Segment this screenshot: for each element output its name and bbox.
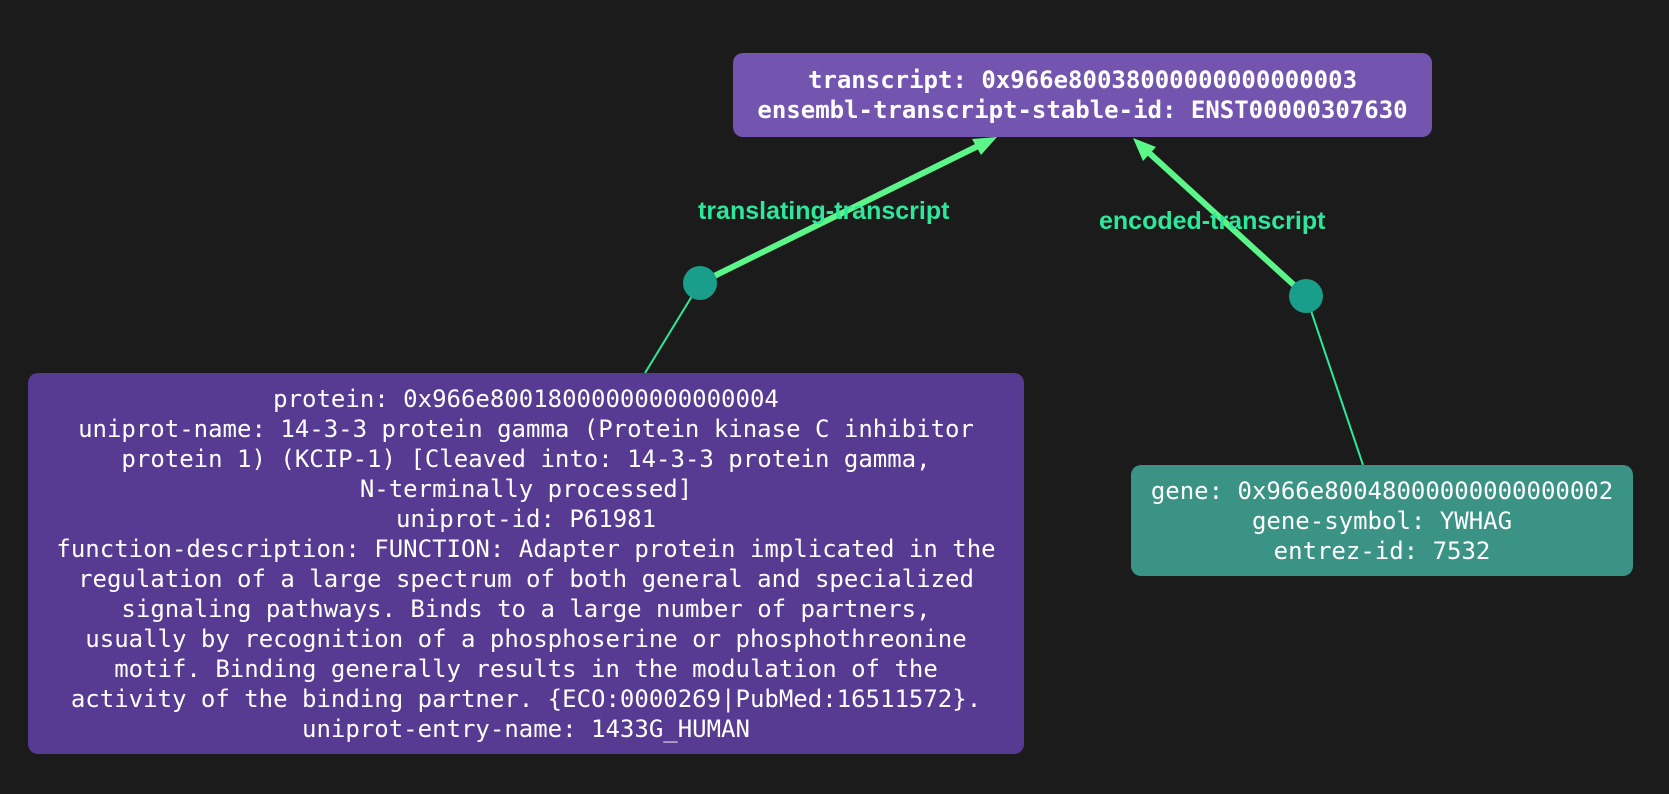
protein-connector-line xyxy=(644,282,701,374)
protein-node-line: usually by recognition of a phosphoserin… xyxy=(85,624,967,653)
protein-node-line: motif. Binding generally results in the … xyxy=(114,654,938,683)
gene-node-line: gene-symbol: YWHAG xyxy=(1251,506,1513,535)
gene-node[interactable]: gene: 0x966e80048000000000000002 gene-sy… xyxy=(1131,465,1633,576)
gene-node-line: entrez-id: 7532 xyxy=(1273,536,1491,565)
protein-node-line: uniprot-entry-name: 1433G_HUMAN xyxy=(302,714,750,743)
protein-node-line: uniprot-name: 14-3-3 protein gamma (Prot… xyxy=(78,414,974,443)
translating-transcript-arrowhead xyxy=(972,137,997,155)
protein-node-line: protein: 0x966e80018000000000000004 xyxy=(273,384,779,413)
encoded-transcript-arrowhead xyxy=(1133,138,1156,161)
transcript-node-line: ensembl-transcript-stable-id: ENST000003… xyxy=(757,96,1408,124)
translating-transcript-arrow-line xyxy=(697,142,983,286)
encoded-transcript-relation-dot[interactable] xyxy=(1289,279,1323,313)
translating-transcript-label: translating-transcript xyxy=(698,197,950,225)
protein-node-line: uniprot-id: P61981 xyxy=(395,504,657,533)
translating-transcript-relation-dot[interactable] xyxy=(683,266,717,300)
gene-node-line: gene: 0x966e80048000000000000002 xyxy=(1150,476,1614,505)
encoded-transcript-arrow-line xyxy=(1144,148,1309,299)
protein-node-line: function-description: FUNCTION: Adapter … xyxy=(56,534,996,563)
protein-node-line: N-terminally processed] xyxy=(359,474,693,503)
gene-connector-line xyxy=(1305,295,1364,466)
protein-node-line: activity of the binding partner. {ECO:00… xyxy=(70,684,982,713)
protein-node-line: protein 1) (KCIP-1) [Cleaved into: 14-3-… xyxy=(121,444,931,473)
protein-node[interactable]: protein: 0x966e80018000000000000004 unip… xyxy=(28,373,1024,754)
transcript-node[interactable]: transcript: 0x966e80038000000000000003 e… xyxy=(733,53,1432,137)
protein-node-line: signaling pathways. Binds to a large num… xyxy=(121,594,931,623)
protein-node-line: regulation of a large spectrum of both g… xyxy=(78,564,974,593)
encoded-transcript-label: encoded-transcript xyxy=(1099,207,1326,235)
transcript-node-line: transcript: 0x966e80038000000000000003 xyxy=(807,66,1358,94)
